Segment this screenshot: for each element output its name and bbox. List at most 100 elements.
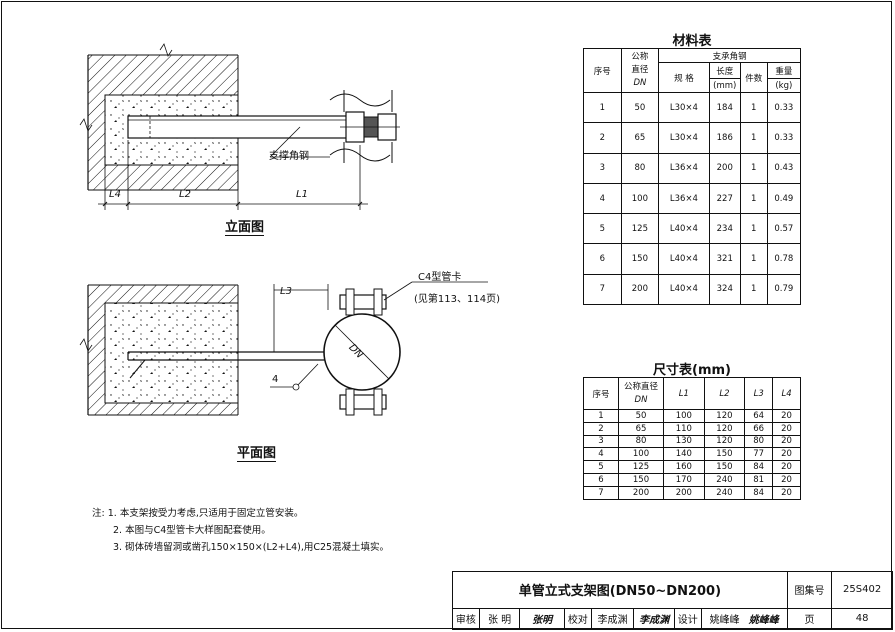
dimension-cell-dn: 100: [618, 447, 664, 462]
material-cell-length: 324: [708, 273, 741, 306]
notes: 注: 1. 本支架按受力考虑,只适用于固定立管安装。 2. 本图与C4型管卡大样…: [92, 505, 389, 556]
design-signature: 姚峰峰: [748, 615, 779, 627]
material-cell-seq: 1: [583, 91, 622, 124]
check-label: 校对: [563, 607, 592, 631]
dimension-cell-seq: 6: [583, 472, 619, 487]
drawing-title: 单管立式支架图(DN50~DN200): [452, 571, 788, 609]
dim-l4: L4: [109, 189, 121, 200]
material-cell-count: 1: [739, 182, 768, 215]
material-cell-count: 1: [739, 243, 768, 275]
material-cell-dn: 80: [620, 152, 660, 184]
material-cell-count: 1: [739, 91, 768, 124]
material-cell-seq: 4: [583, 182, 622, 215]
dimension-cell-l3: 66: [744, 421, 774, 436]
dimension-cell-l2: 240: [703, 485, 746, 500]
material-header-length: 长度: [708, 62, 741, 79]
elevation-view-title: 立面图: [225, 216, 265, 236]
dimension-cell-dn: 125: [618, 460, 664, 474]
dimension-cell-dn: 65: [618, 421, 664, 436]
dimension-header-l2: L2: [703, 377, 746, 410]
dim-l1: L1: [296, 189, 308, 200]
material-cell-weight: 0.33: [766, 91, 802, 124]
material-cell-seq: 5: [583, 213, 622, 245]
material-cell-dn: 125: [620, 213, 660, 245]
dimension-cell-l1: 140: [663, 447, 705, 462]
clamp-reference: (见第113、114页): [414, 294, 500, 305]
dimension-cell-l2: 120: [703, 421, 746, 436]
material-header-spec: 规 格: [658, 62, 710, 93]
dimension-cell-l1: 170: [663, 472, 705, 487]
dimension-header-l3: L3: [744, 377, 774, 410]
material-cell-length: 227: [708, 182, 741, 215]
dimension-cell-l2: 120: [703, 434, 746, 449]
material-cell-count: 1: [739, 122, 768, 154]
material-cell-count: 1: [739, 152, 768, 184]
material-header-nominal: 公称 直径 DN: [620, 48, 660, 93]
dimension-cell-l4: 20: [772, 421, 801, 436]
material-cell-seq: 6: [583, 243, 622, 275]
material-cell-count: 1: [739, 273, 768, 306]
material-cell-seq: 7: [583, 273, 622, 306]
dimension-cell-seq: 1: [583, 409, 619, 423]
plan-view-title: 平面图: [237, 442, 277, 462]
material-header-length-unit: (mm): [708, 78, 741, 93]
dimension-cell-l3: 64: [744, 409, 774, 423]
dimension-cell-seq: 3: [583, 434, 619, 449]
dimension-cell-l4: 20: [772, 485, 801, 500]
material-cell-weight: 0.57: [766, 213, 802, 245]
dim-l2: L2: [179, 189, 191, 200]
dimension-cell-l1: 100: [663, 409, 705, 423]
check-name: 李成渊: [590, 607, 635, 631]
material-header-weight: 重量: [766, 62, 802, 79]
material-cell-spec: L40×4: [658, 273, 710, 306]
dimension-cell-l3: 81: [744, 472, 774, 487]
atlas-label: 图集号: [786, 571, 833, 609]
review-label: 审核: [452, 607, 480, 631]
clamp-label: C4型管卡: [418, 272, 462, 283]
dimension-cell-l1: 130: [663, 434, 705, 449]
dimension-cell-seq: 2: [583, 421, 619, 436]
note-3: 3. 砌体砖墙留洞或凿孔150×150×(L2+L4),用C25混凝土填实。: [113, 542, 390, 553]
title-block: 单管立式支架图(DN50~DN200) 图集号 25S402 审核 张 明 张明…: [452, 571, 893, 631]
elevation-view: [79, 43, 400, 210]
design-name-cell: 姚峰峰 姚峰峰: [700, 607, 788, 631]
material-header-group: 支承角钢: [658, 48, 801, 63]
dimension-cell-seq: 5: [583, 460, 619, 474]
dimension-table-title: 尺寸表(mm): [653, 363, 731, 378]
material-cell-spec: L30×4: [658, 122, 710, 154]
design-label: 设计: [673, 607, 702, 631]
note-1: 1. 本支架按受力考虑,只适用于固定立管安装。: [107, 508, 304, 519]
note-2: 2. 本图与C4型管卡大样图配套使用。: [113, 525, 271, 536]
check-signature: 李成渊: [633, 607, 675, 631]
material-cell-weight: 0.43: [766, 152, 802, 184]
dimension-cell-l3: 84: [744, 460, 774, 474]
dimension-cell-l1: 160: [663, 460, 705, 474]
material-cell-spec: L40×4: [658, 243, 710, 275]
material-cell-spec: L30×4: [658, 91, 710, 124]
dimension-cell-seq: 7: [583, 485, 619, 500]
material-cell-seq: 3: [583, 152, 622, 184]
dimension-cell-l3: 77: [744, 447, 774, 462]
dimension-header-seq: 序号: [583, 377, 619, 410]
dimension-cell-l2: 150: [703, 460, 746, 474]
material-cell-weight: 0.33: [766, 122, 802, 154]
material-cell-dn: 200: [620, 273, 660, 306]
dim-l3: L3: [280, 286, 292, 297]
dimension-cell-l1: 110: [663, 421, 705, 436]
material-cell-weight: 0.79: [766, 273, 802, 306]
dimension-header-nominal: 公称直径 DN: [618, 377, 664, 410]
material-cell-dn: 65: [620, 122, 660, 154]
review-name: 张 明: [478, 607, 521, 631]
